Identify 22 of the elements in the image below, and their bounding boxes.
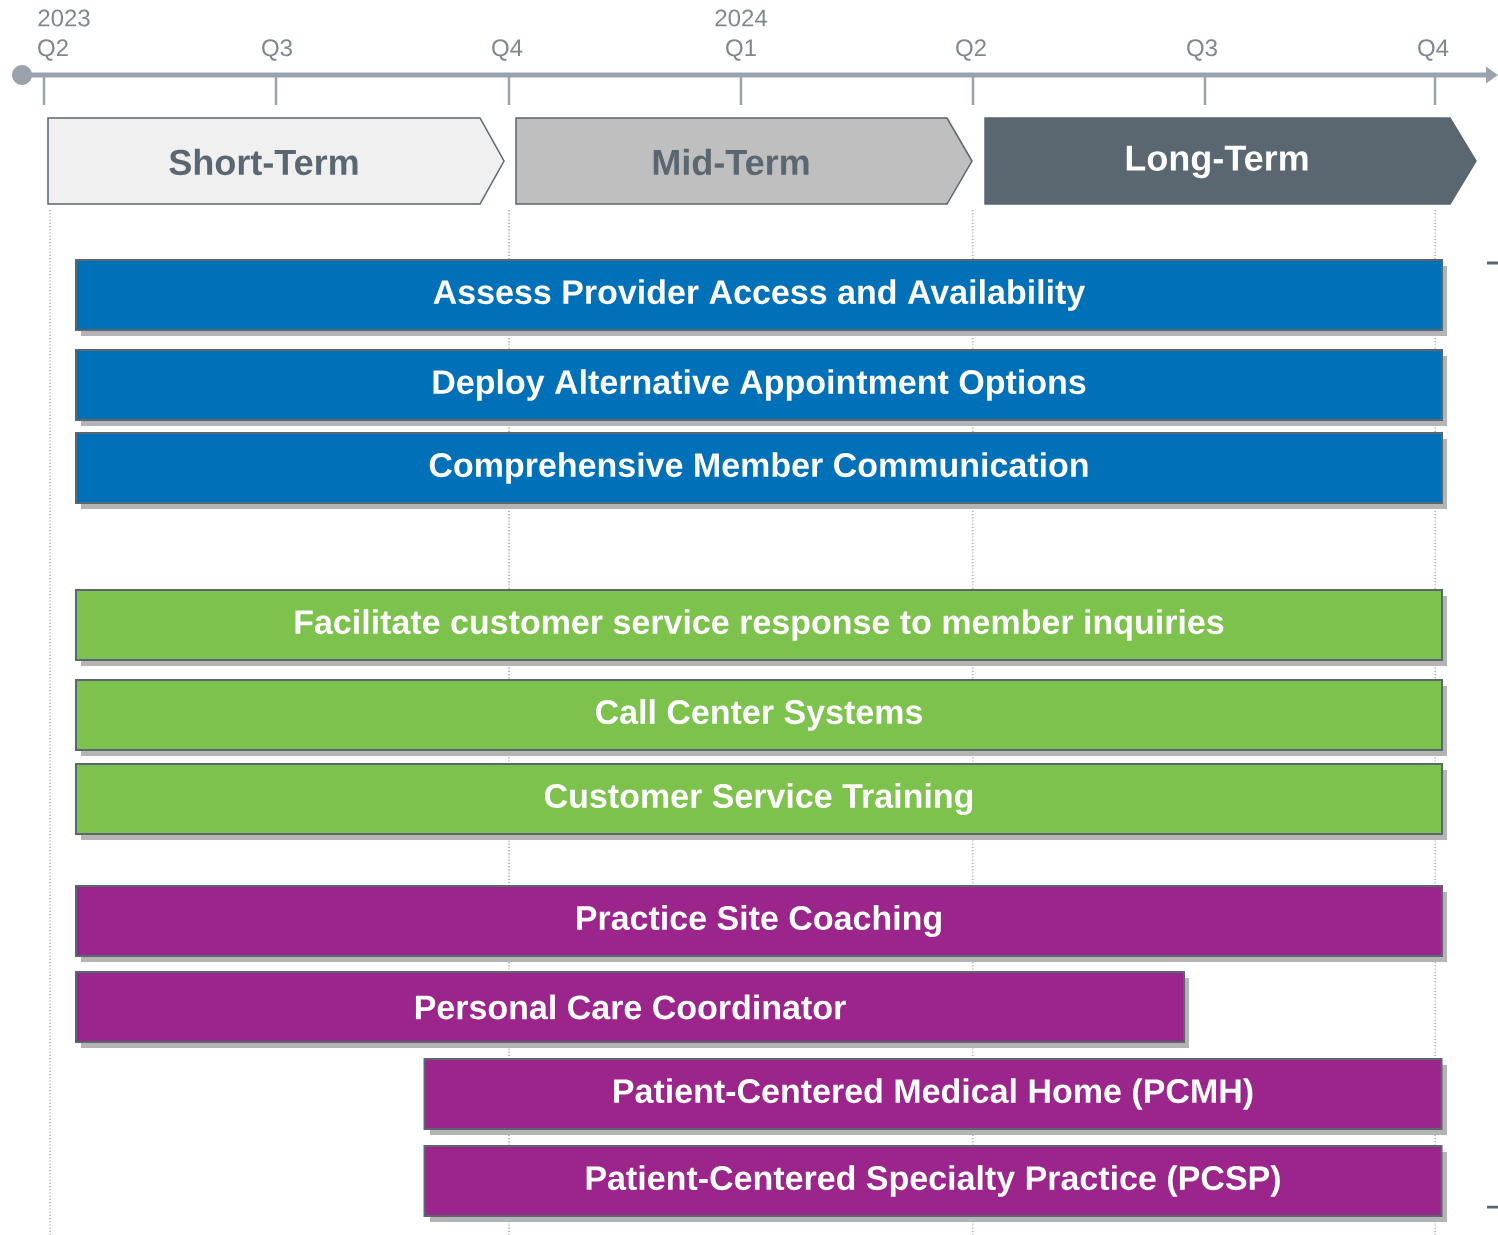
quarter-label: Q4 xyxy=(492,39,523,61)
task-bar: Patient-Centered Medical Home (PCMH) xyxy=(423,1058,1447,1135)
quarter-label: Q3 xyxy=(262,39,292,61)
task-bar: Deploy Alternative Appointment Options xyxy=(75,349,1447,426)
quarter-label: Q3 xyxy=(1187,39,1217,61)
quarter-label: Q4 xyxy=(1418,39,1449,61)
task-bar: Personal Care Coordinator xyxy=(75,971,1189,1048)
quarter-label: Q1 xyxy=(726,39,756,61)
task-bar: Call Center Systems xyxy=(75,679,1447,756)
task-bar: Facilitate customer service response to member inquiries xyxy=(75,589,1447,666)
task-bar: Patient-Centered Specialty Practice (PCSP) xyxy=(423,1145,1447,1222)
phase-banner: Long-Term xyxy=(984,117,1477,205)
task-bar: Comprehensive Member Communication xyxy=(75,432,1447,509)
year-label: 2024 xyxy=(715,9,767,27)
task-bar: Customer Service Training xyxy=(75,763,1447,840)
phase-banner: Mid-Term xyxy=(515,117,973,205)
phase-banner: Short-Term xyxy=(47,117,505,205)
year-label: 2023 xyxy=(38,9,90,27)
task-bar: Practice Site Coaching xyxy=(75,885,1447,962)
task-bar: Assess Provider Access and Availability xyxy=(75,259,1447,336)
quarter-label: Q2 xyxy=(38,39,68,61)
quarter-label: Q2 xyxy=(956,39,986,61)
